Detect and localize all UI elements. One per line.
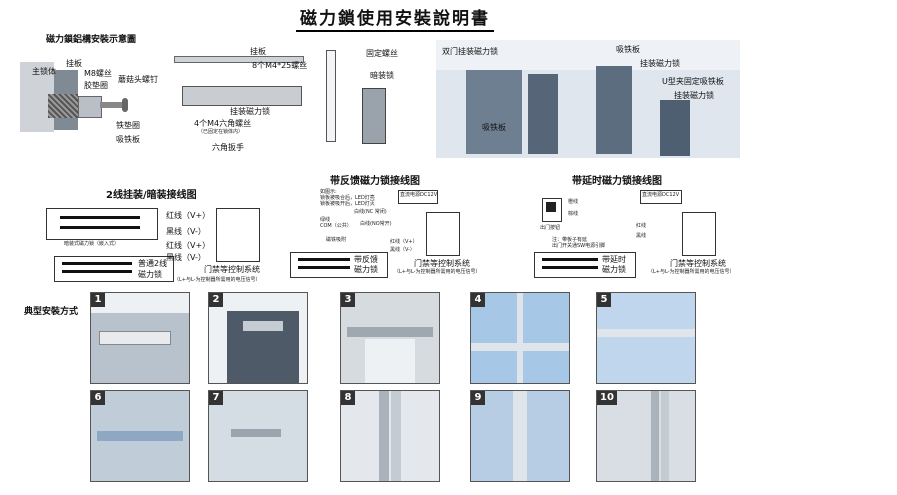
- surface-mount-diagram: 挂板 8个M4*25螺丝 挂装磁力锁 4个M4六角螺丝 （已固定在锁体内） 六角…: [168, 48, 308, 158]
- label-mounted-lock-right-2: 挂装磁力锁: [674, 91, 714, 100]
- wiring-1-black-2: 黑线（V-）: [166, 253, 206, 262]
- install-tile-10: 10: [596, 390, 696, 482]
- install-tile-3: 3: [340, 292, 440, 384]
- wiring-2-lock-2: 磁力锁: [354, 265, 378, 274]
- aluminum-install-diagram: 主锁体 挂板 M8螺丝 胶垫圈 蘑菇头螺钉 铁垫圈 吸铁板: [18, 56, 158, 148]
- tile-number-3: 3: [341, 293, 355, 307]
- label-hex-note: （已固定在锁体内）: [198, 129, 244, 135]
- wiring-3-lock-1: 带延时: [602, 255, 626, 264]
- install-tile-1: 1: [90, 292, 190, 384]
- label-screws: 8个M4*25螺丝: [252, 61, 308, 70]
- label-u-clip: U型夹固定吸铁板: [662, 77, 724, 86]
- label-bracket: 挂板: [66, 59, 82, 68]
- wiring-3-orange: 橙线: [568, 199, 579, 205]
- install-tile-2: 2: [208, 292, 308, 384]
- label-main-body: 主锁体: [32, 67, 56, 76]
- tile-number-10: 10: [597, 391, 617, 405]
- label-iron-washer: 铁垫圈: [116, 121, 140, 130]
- tile-number-8: 8: [341, 391, 355, 405]
- label-armature-bottom: 吸铁板: [482, 123, 506, 132]
- wiring-2-system-note: （L+与L-为控制器所需用的电压信号）: [394, 269, 481, 275]
- wiring-2-system: 门禁等控制系统: [414, 259, 470, 268]
- wiring-3-system-note: （L+与L-为控制器所需用的电压信号）: [648, 269, 735, 275]
- page-title: 磁力鎖使用安裝說明書: [0, 4, 790, 32]
- wiring-2-lock-1: 带反馈: [354, 255, 378, 264]
- wiring-1-heading: 2线挂装/暗装接线图: [106, 190, 197, 201]
- install-tile-7: 7: [208, 390, 308, 482]
- wiring-2-green: 绿线: [320, 217, 331, 223]
- wiring-1-diagram: 暗装式磁力锁（嵌入式） 普通2线 磁力锁 红线（V+） 黑线（V-） 红线（V+…: [46, 200, 296, 290]
- label-rubber-washer: 胶垫圈: [84, 81, 108, 90]
- hidden-lock-diagram: 固定螺丝 暗装锁: [318, 46, 418, 156]
- tile-number-4: 4: [471, 293, 485, 307]
- label-mounted-lock-right: 挂装磁力锁: [640, 59, 680, 68]
- wiring-2-red: 红线（V+）: [390, 239, 418, 245]
- wiring-2-armature: 磁铁吸附: [326, 237, 347, 243]
- wiring-3-exit: 出门按钮: [540, 225, 561, 231]
- wiring-3-diagram: 直流电源DC12V 橙线 棕线 出门按钮 红线 黑线 注：带板子有延 出门开关通…: [532, 186, 735, 286]
- label-plate: 挂板: [250, 47, 266, 56]
- tile-number-9: 9: [471, 391, 485, 405]
- wiring-3-exit-note-1: 注：带板子有延: [552, 237, 588, 243]
- wiring-1-black: 黑线（V-）: [166, 227, 206, 236]
- label-hex-screws: 4个M4六角螺丝: [194, 119, 252, 128]
- wiring-3-system: 门禁等控制系统: [670, 259, 726, 268]
- tile-number-7: 7: [209, 391, 223, 405]
- install-tile-6: 6: [90, 390, 190, 482]
- wiring-1-keypad: [216, 208, 260, 262]
- label-armature-top: 吸铁板: [616, 45, 640, 54]
- label-mushroom-screw: 蘑菇头螺钉: [118, 75, 158, 84]
- typical-heading: 典型安裝方式: [24, 307, 79, 317]
- wiring-3-lock-2: 磁力锁: [602, 265, 626, 274]
- wiring-1-lock-1: 普通2线: [138, 259, 168, 268]
- install-tile-8: 8: [340, 390, 440, 482]
- wiring-1-system-note: （L+与L-为控制器所需用的电压信号）: [174, 277, 261, 283]
- tile-number-5: 5: [597, 293, 611, 307]
- wiring-3-power: 直流电源DC12V: [642, 192, 680, 198]
- wiring-2-heading: 带反馈磁力锁接线图: [330, 176, 420, 187]
- wiring-1-system: 门禁等控制系统: [204, 265, 260, 274]
- label-mounted-lock: 挂装磁力锁: [230, 107, 270, 116]
- label-fix-screw: 固定螺丝: [366, 49, 398, 58]
- label-armature: 吸铁板: [116, 135, 140, 144]
- wiring-2-desc-2: 锁板被吸合后，LED灯亮: [320, 195, 375, 201]
- wiring-2-com: COM（公共）: [320, 223, 352, 229]
- wiring-2-white-nc: 白线(NC 常闭): [354, 209, 387, 215]
- wiring-1-red: 红线（V+）: [166, 211, 211, 220]
- label-m8-screw: M8螺丝: [84, 69, 112, 78]
- wiring-3-exit-note-2: 出门开关通SW电源引脚: [552, 243, 606, 249]
- wiring-3-black: 黑线: [636, 233, 647, 239]
- wiring-3-keypad: [682, 212, 716, 256]
- wiring-1-lock-2: 磁力锁: [138, 270, 162, 279]
- wiring-2-keypad: [426, 212, 460, 256]
- tile-number-6: 6: [91, 391, 105, 405]
- wiring-3-red: 红线: [636, 223, 647, 229]
- wiring-2-desc-3: 锁板被吸开后，LED灯灭: [320, 201, 375, 207]
- install-tile-5: 5: [596, 292, 696, 384]
- wiring-1-note-left: 暗装式磁力锁（嵌入式）: [64, 241, 120, 247]
- label-double-door: 双门挂装磁力锁: [442, 47, 498, 56]
- wiring-1-red-2: 红线（V+）: [166, 241, 211, 250]
- tile-number-2: 2: [209, 293, 223, 307]
- wiring-2-black: 黑线（V-）: [390, 247, 415, 253]
- wiring-2-desc-1: 如图示:: [320, 189, 337, 195]
- install-tile-9: 9: [470, 390, 570, 482]
- wiring-2-power: 直流电源DC12V: [400, 192, 438, 198]
- label-hidden-lock: 暗装锁: [370, 71, 394, 80]
- door-3d-diagram: 双门挂装磁力锁 吸铁板 挂装磁力锁 U型夹固定吸铁板 挂装磁力锁 吸铁板: [436, 40, 740, 158]
- top-left-heading: 磁力鎖鋁構安裝示意圖: [46, 35, 137, 45]
- tile-number-1: 1: [91, 293, 105, 307]
- wiring-3-heading: 带延时磁力锁接线图: [572, 176, 662, 187]
- install-tile-4: 4: [470, 292, 570, 384]
- wiring-2-diagram: 直流电源DC12V 如图示: 锁板被吸合后，LED灯亮 锁板被吸开后，LED灯灭…: [290, 186, 480, 286]
- wiring-3-brown: 棕线: [568, 211, 579, 217]
- wiring-2-white-no: 白线(NO常开): [360, 221, 392, 227]
- label-hex-wrench: 六角扳手: [212, 143, 244, 152]
